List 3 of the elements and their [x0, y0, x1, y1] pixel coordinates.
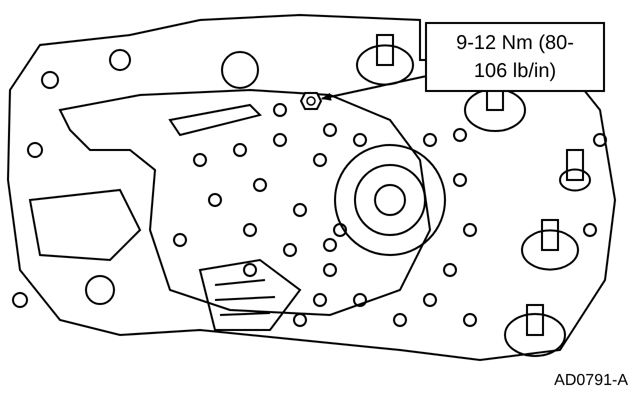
bolt-drawing	[300, 92, 322, 110]
torque-callout: 9-12 Nm (80-106 lb/in)	[425, 22, 605, 92]
leader-arrow	[321, 75, 426, 101]
